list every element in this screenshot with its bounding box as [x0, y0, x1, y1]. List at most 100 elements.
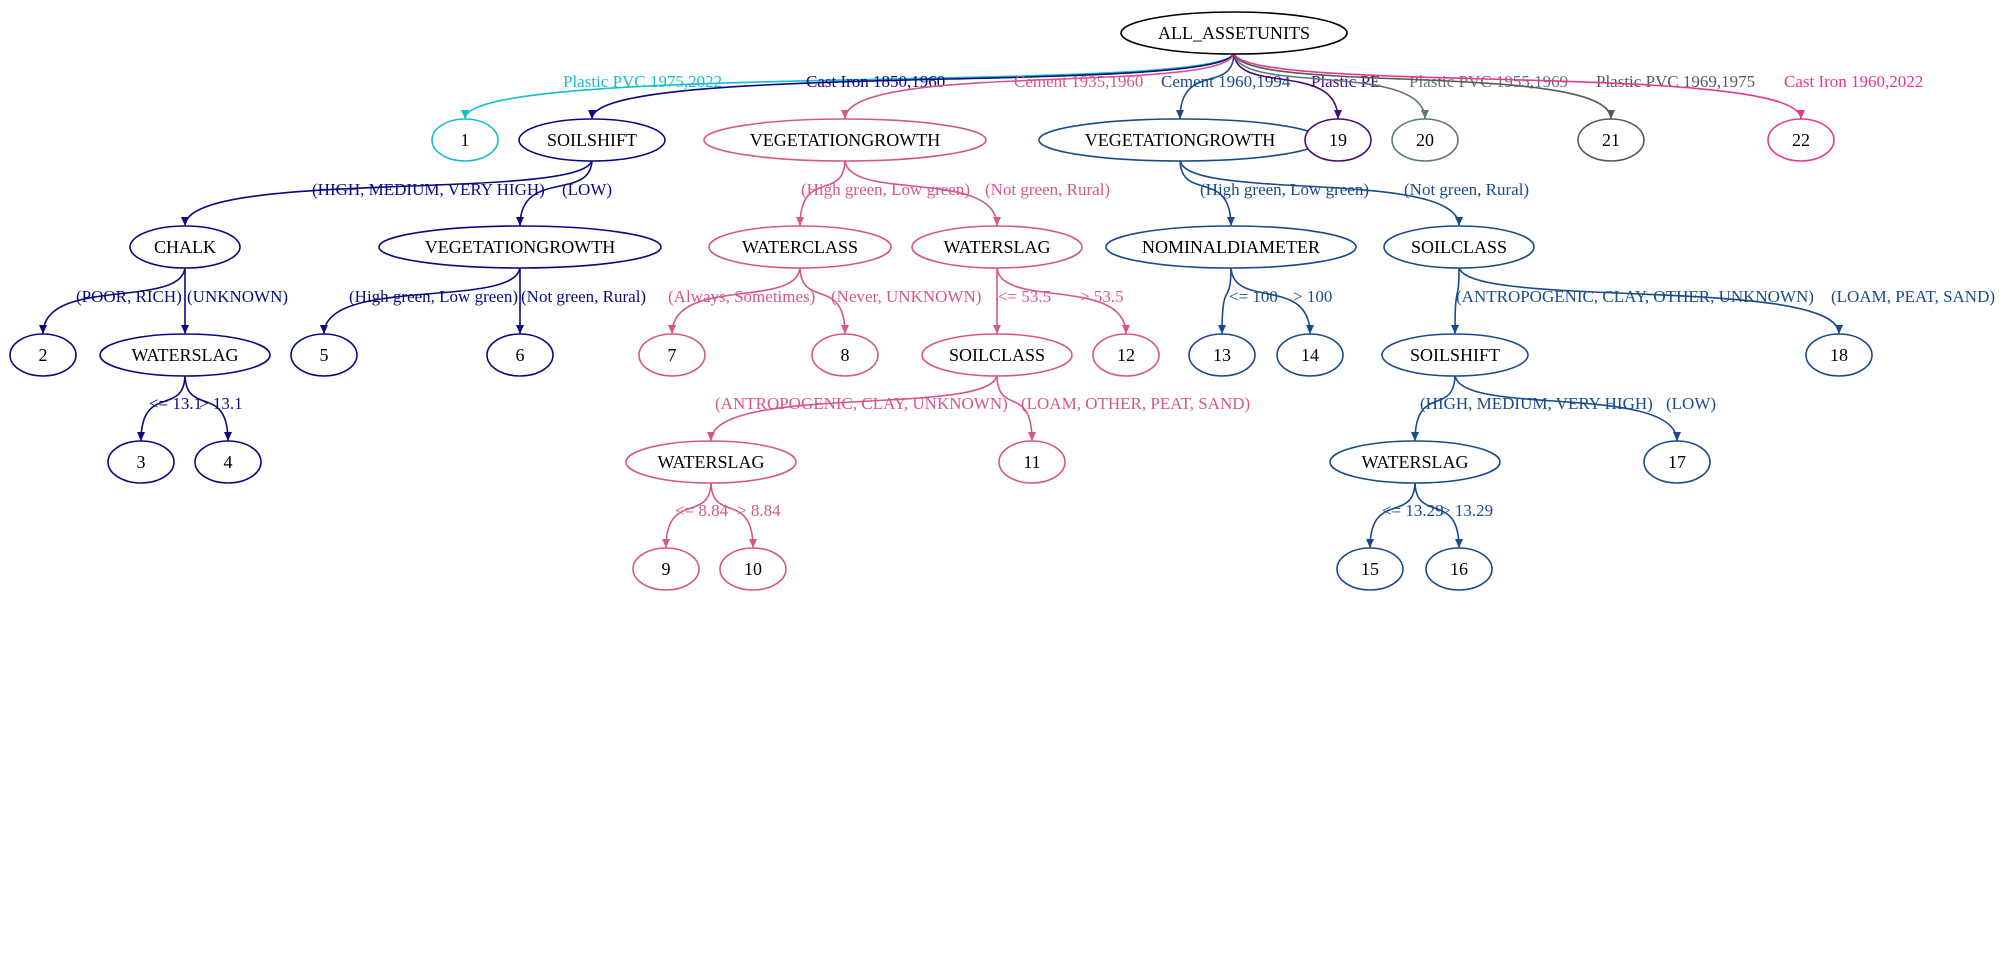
tree-edge [996, 265, 1130, 335]
edge-label: > 8.84 [737, 501, 781, 520]
edge-label: <= 8.84 [675, 501, 729, 520]
edge-label: (ANTROPOGENIC, CLAY, OTHER, UNKNOWN) [1456, 287, 1814, 306]
node-label: WATERSLAG [132, 345, 239, 365]
tree-edge [1458, 265, 1843, 335]
tree-edge [461, 51, 1235, 120]
tree-edge [39, 265, 186, 335]
node-ellipse [1276, 333, 1344, 377]
tree-edge [1366, 480, 1416, 549]
node-label: 3 [137, 452, 146, 472]
node-label: 1 [461, 130, 470, 150]
tree-node: 8 [811, 333, 879, 377]
edge-label: (HIGH, MEDIUM, VERY HIGH) [312, 180, 545, 199]
edge-label: (UNKNOWN) [187, 287, 288, 306]
tree-node: 20 [1391, 118, 1459, 162]
tree-edge [320, 265, 521, 335]
tree-node: WATERSLAG [1329, 440, 1501, 484]
node-label: WATERSLAG [658, 452, 765, 472]
edge-label: (ANTROPOGENIC, CLAY, UNKNOWN) [715, 394, 1008, 413]
tree-node: 6 [486, 333, 554, 377]
tree-edge [1230, 265, 1314, 335]
tree-node: 19 [1304, 118, 1372, 162]
node-label: 6 [516, 345, 525, 365]
tree-edge [1176, 51, 1235, 120]
tree-edge [588, 51, 1235, 120]
edge-label: (Always, Sometimes) [668, 287, 815, 306]
tree-node: 22 [1767, 118, 1835, 162]
tree-edge [1233, 51, 1805, 120]
tree-edge [662, 480, 712, 549]
node-ellipse [1391, 118, 1459, 162]
tree-edge [184, 373, 232, 442]
tree-edge [1218, 265, 1232, 335]
edge-label: (LOW) [562, 180, 612, 199]
tree-edge [1233, 51, 1342, 120]
node-label: SOILCLASS [949, 345, 1045, 365]
node-label: 7 [668, 345, 677, 365]
node-label: 14 [1301, 345, 1319, 365]
node-ellipse [1383, 225, 1535, 269]
tree-node: 13 [1188, 333, 1256, 377]
edge-label: > 100 [1293, 287, 1332, 306]
node-label: 4 [224, 452, 233, 472]
node-ellipse [1336, 547, 1404, 591]
edge-label: Cast Iron 1850,1960 [806, 72, 945, 91]
node-label: VEGETATIONGROWTH [750, 130, 941, 150]
node-label: 13 [1213, 345, 1231, 365]
tree-node: VEGETATIONGROWTH [378, 225, 662, 269]
tree-edge [1233, 51, 1429, 120]
tree-node: 3 [107, 440, 175, 484]
node-label: 9 [662, 559, 671, 579]
tree-node: 9 [632, 547, 700, 591]
edge-label: (Never, UNKNOWN) [831, 287, 981, 306]
edge-label: (LOAM, PEAT, SAND) [1831, 287, 1995, 306]
node-ellipse [1381, 333, 1529, 377]
node-label: SOILSHIFT [547, 130, 637, 150]
node-ellipse [290, 333, 358, 377]
edge-label: > 53.5 [1080, 287, 1124, 306]
node-ellipse [194, 440, 262, 484]
node-label: WATERSLAG [1362, 452, 1469, 472]
node-label: VEGETATIONGROWTH [1085, 130, 1276, 150]
edge-label: Plastic PVC 1969,1975 [1596, 72, 1755, 91]
edge-label: Cement 1960,1994 [1161, 72, 1291, 91]
edge-label: Cast Iron 1960,2022 [1784, 72, 1923, 91]
node-label: 15 [1361, 559, 1379, 579]
node-ellipse [911, 225, 1083, 269]
node-ellipse [1805, 333, 1873, 377]
node-ellipse [998, 440, 1066, 484]
node-ellipse [1092, 333, 1160, 377]
tree-edge [1414, 480, 1463, 549]
edge-label: Plastic PVC 1975,2022 [563, 72, 722, 91]
edge-label: (Not green, Rural) [521, 287, 646, 306]
tree-node: 5 [290, 333, 358, 377]
node-label: 5 [320, 345, 329, 365]
tree-node: SOILCLASS [1383, 225, 1535, 269]
node-label: CHALK [154, 237, 216, 257]
edge-label: (Not green, Rural) [985, 180, 1110, 199]
tree-node: 10 [719, 547, 787, 591]
tree-node: WATERSLAG [99, 333, 271, 377]
node-label: 10 [744, 559, 762, 579]
node-label: WATERCLASS [742, 237, 858, 257]
node-ellipse [1304, 118, 1372, 162]
node-label: 8 [841, 345, 850, 365]
tree-node: 14 [1276, 333, 1344, 377]
node-ellipse [1577, 118, 1645, 162]
tree-edge [1451, 265, 1460, 335]
node-ellipse [378, 225, 662, 269]
node-ellipse [625, 440, 797, 484]
node-ellipse [486, 333, 554, 377]
node-ellipse [129, 225, 241, 269]
edge-label: > 13.29 [1441, 501, 1493, 520]
tree-edge [1179, 158, 1235, 227]
node-label: 11 [1023, 452, 1040, 472]
node-label: 19 [1329, 130, 1347, 150]
tree-edge [1179, 158, 1463, 227]
edge-label: (HIGH, MEDIUM, VERY HIGH) [1420, 394, 1653, 413]
tree-node: 21 [1577, 118, 1645, 162]
edge-label: (LOW) [1666, 394, 1716, 413]
tree-node: 18 [1805, 333, 1873, 377]
tree-edge [1454, 373, 1681, 442]
